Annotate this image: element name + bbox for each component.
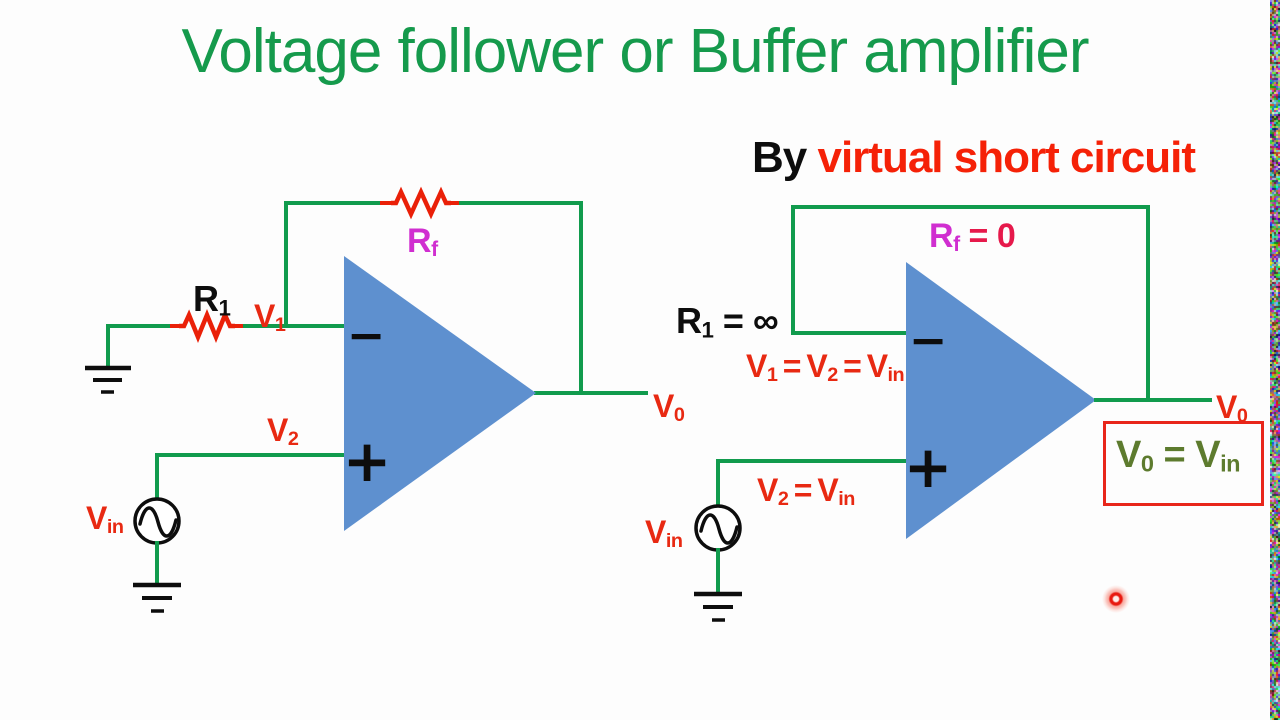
left-v1-label: V1 <box>254 298 286 336</box>
right-rf-equals-zero-label: Rf = 0 <box>929 217 1016 257</box>
result-box: V0 = Vin <box>1103 421 1264 506</box>
laser-pointer-dot <box>1101 584 1131 614</box>
result-equation-label: V0 = Vin <box>1116 434 1241 477</box>
right-inverting-input-symbol: − <box>909 313 948 367</box>
video-noise-strip <box>1270 0 1280 720</box>
right-r1-equals-infinity-label: R1 = ∞ <box>676 300 779 343</box>
left-v2-label: V2 <box>267 412 299 450</box>
right-opamp-triangle <box>906 262 1096 539</box>
left-r1-resistor <box>179 309 235 343</box>
right-source-ground-icon <box>694 591 742 622</box>
left-vin-label: Vin <box>86 500 124 538</box>
right-v2-vin-equation-label: V2 = Vin <box>757 472 855 510</box>
right-v1-v2-vin-equation-label: V1 = V2 = Vin <box>746 348 905 386</box>
subtitle-virtual-short-circuit: By virtual short circuit <box>752 133 1196 182</box>
right-circuit: − + <box>694 205 1212 622</box>
right-vin-label: Vin <box>645 514 683 552</box>
left-source-ground-icon <box>133 582 181 613</box>
left-r1-label: R1 <box>193 278 231 321</box>
right-v0-label: V0 <box>1216 389 1248 427</box>
slide-title: Voltage follower or Buffer amplifier <box>181 17 1089 86</box>
left-circuit: − + <box>85 186 648 613</box>
left-v0-label: V0 <box>653 388 685 426</box>
right-sine-wave-icon <box>699 513 739 545</box>
left-ground-icon <box>85 365 131 394</box>
left-sine-wave-icon <box>138 506 178 538</box>
left-rf-label: Rf <box>407 222 438 262</box>
left-rf-resistor <box>391 186 451 220</box>
left-noninverting-input-symbol: + <box>343 427 392 495</box>
left-opamp-triangle <box>344 256 536 531</box>
left-inverting-input-symbol: − <box>347 308 386 362</box>
right-noninverting-input-symbol: + <box>904 433 953 501</box>
